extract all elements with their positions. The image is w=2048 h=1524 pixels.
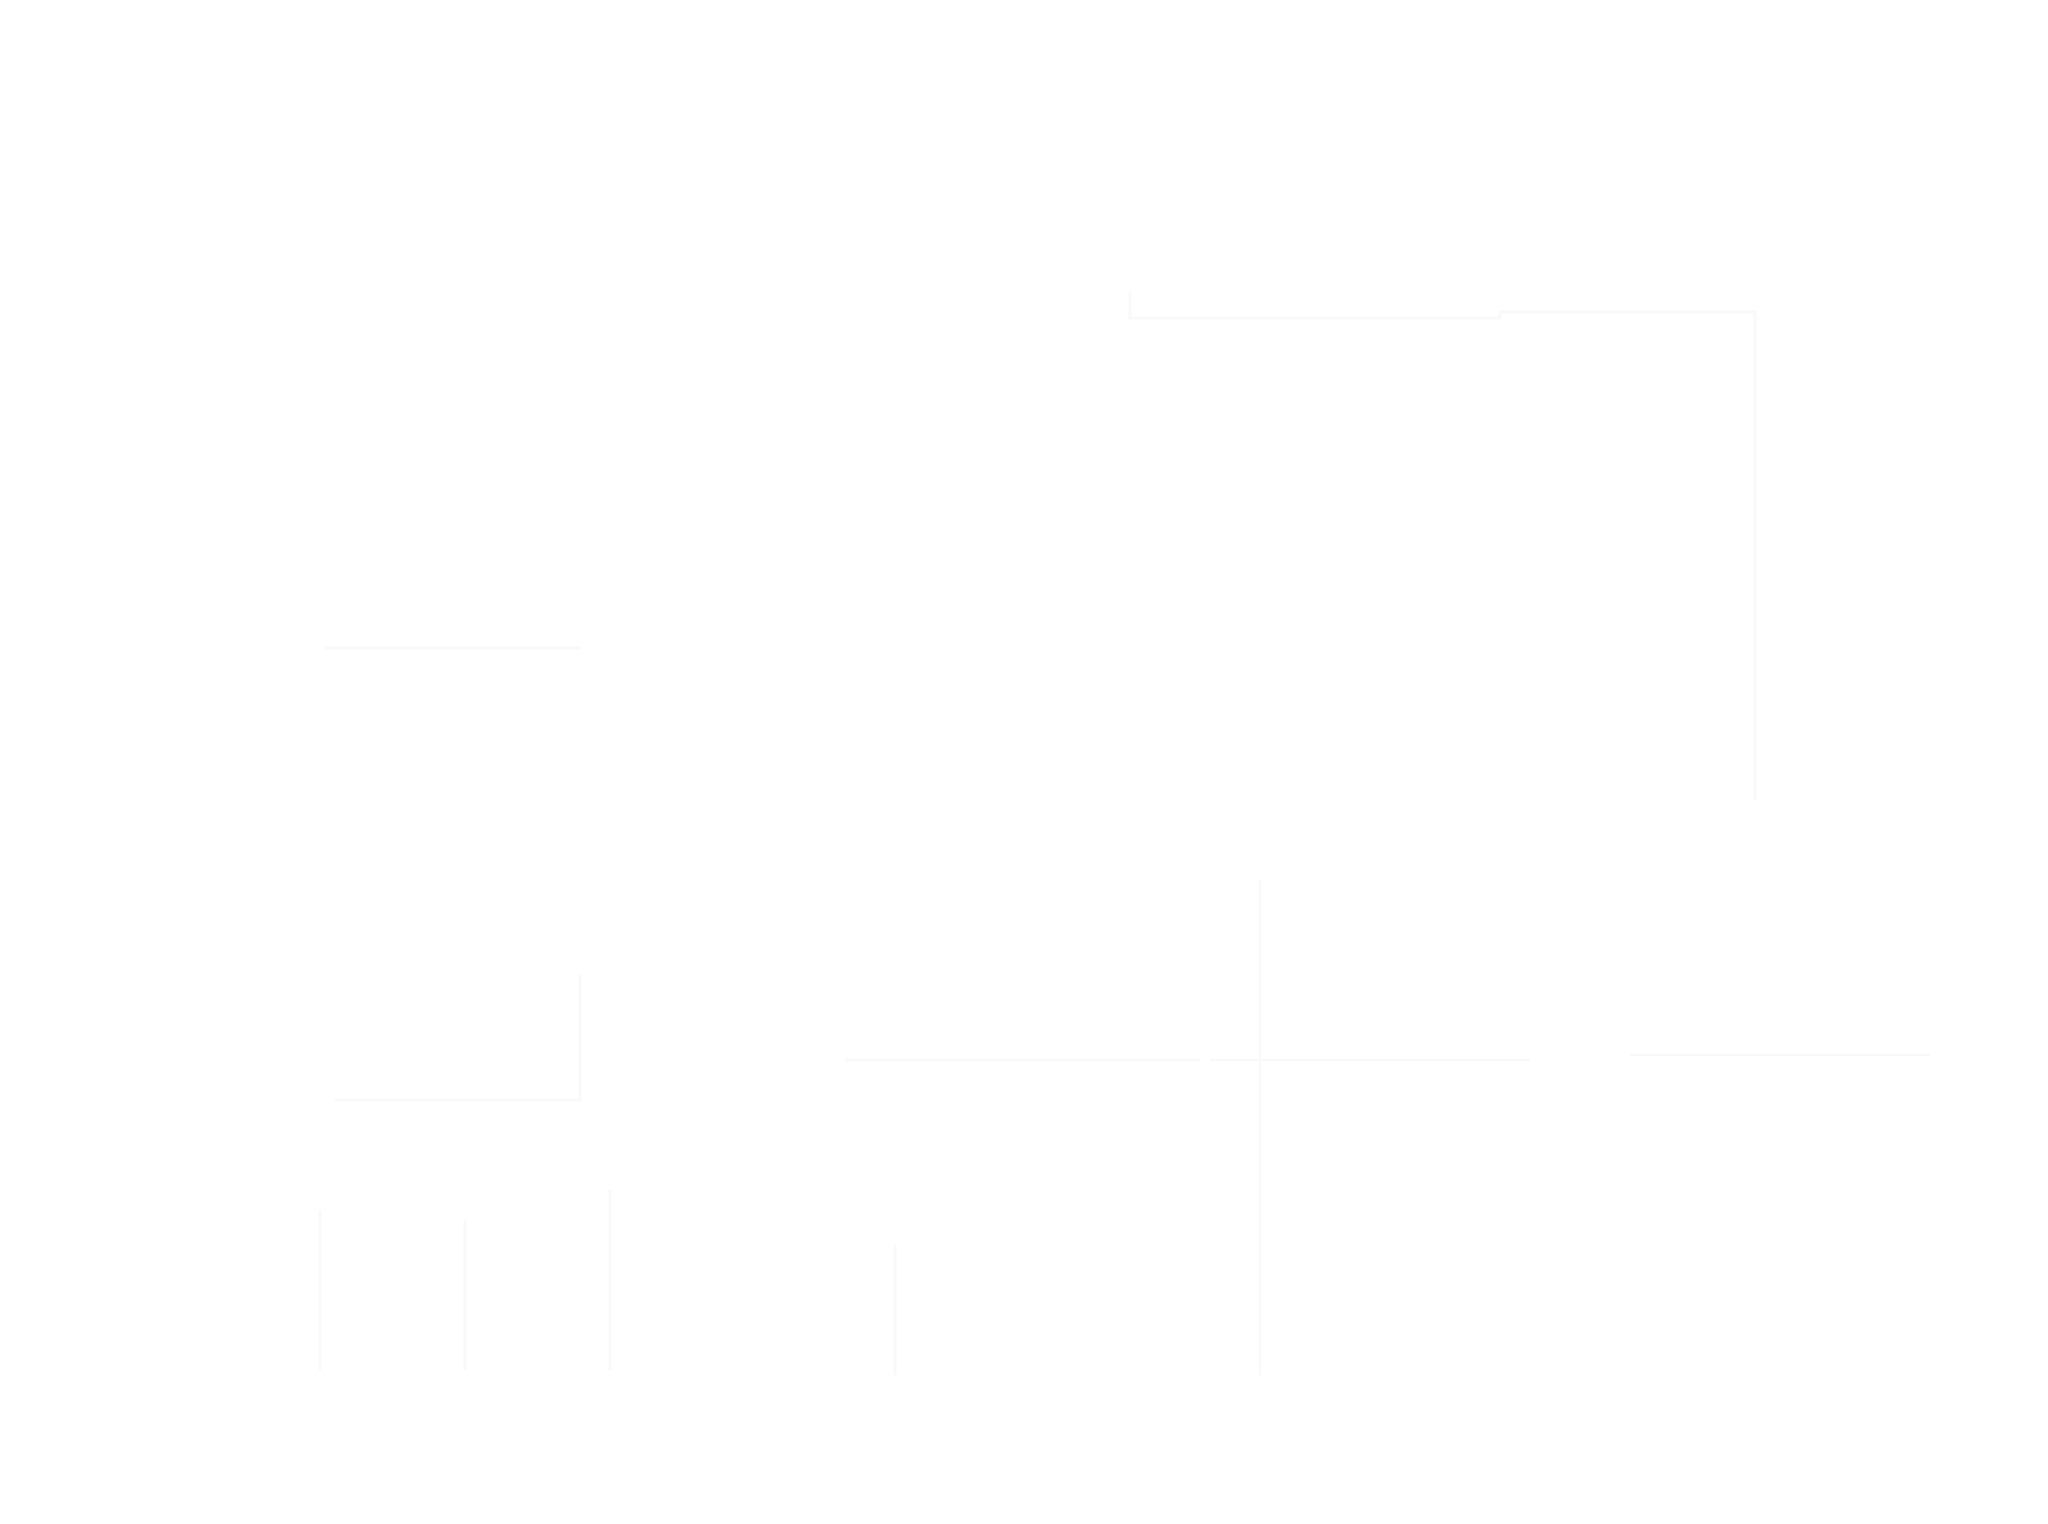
street-line bbox=[335, 975, 582, 1102]
street-line bbox=[1128, 292, 1757, 800]
